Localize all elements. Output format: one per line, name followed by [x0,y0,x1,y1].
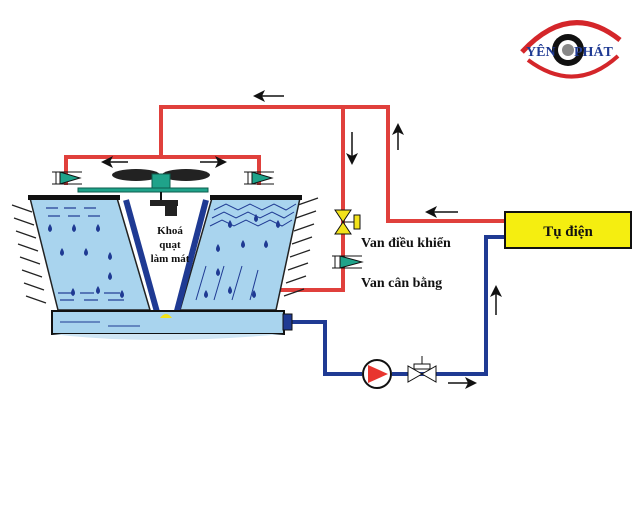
control-valve-icon [334,209,361,235]
balance-valve-right [244,171,274,185]
fan-lock-actuator [150,200,178,206]
condenser-label: Tụ điện [543,224,593,240]
fan-lock-label-2: quạt [159,239,181,251]
logo-text-left: YÊN [526,43,556,60]
drift-eliminator [195,203,297,301]
fan-blade-left [112,169,160,181]
cold-water-basin [51,310,293,340]
air-inlet-louvers [11,197,319,304]
yen-phat-logo: YÊN PHÁT [520,20,622,79]
balance-valve-icon [332,255,364,269]
flow-arrows [101,90,502,389]
control-valve-label: Van điều khiển [361,236,451,251]
v-panels [123,199,209,331]
left-top-plate [28,195,120,200]
fan-blade-right [162,169,210,181]
fan-motor [151,173,171,189]
balance-valve-label: Van cân bằng [361,276,442,291]
fan-assembly [77,169,210,216]
fan-lock-label-1: Khoá [157,225,183,237]
balance-valve-left [52,171,82,185]
fan-lock-label-3: làm mát [151,253,190,265]
logo-text-right: PHÁT [574,43,614,60]
condenser-box [504,211,632,249]
cold-water-pipes [292,235,505,376]
gate-valve-icon [407,356,437,383]
right-top-plate [210,195,302,200]
pump-icon [362,359,392,389]
water-drops [48,214,280,298]
fill-lines [46,207,124,301]
